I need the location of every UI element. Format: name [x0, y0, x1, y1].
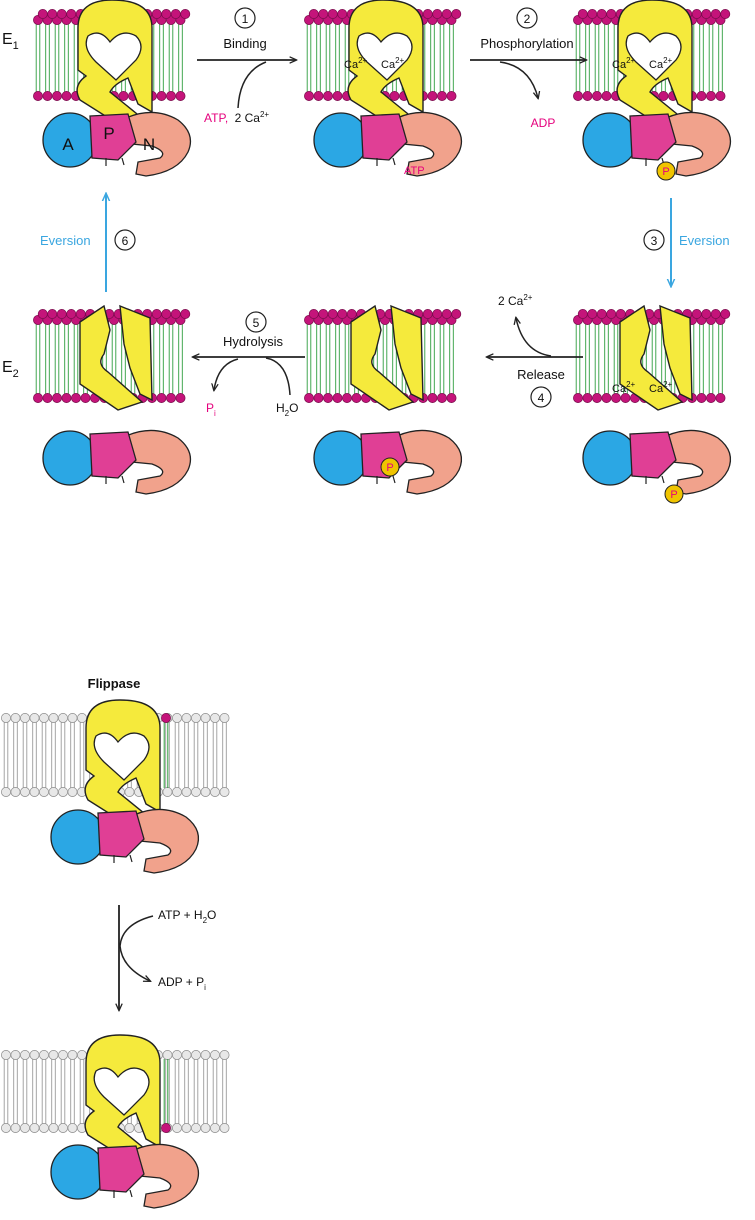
step-4-number: 4: [538, 391, 545, 405]
step-2-product-adp: ADP: [531, 116, 556, 130]
cytoplasmic-domains: [314, 112, 461, 176]
step-3-label: Eversion: [679, 233, 730, 248]
n-domain: [134, 809, 198, 873]
p-domain: [361, 114, 407, 160]
p-domain: [98, 1146, 144, 1192]
pump-e1-phosphorylated: [573, 0, 730, 176]
flippase-title: Flippase: [88, 676, 141, 691]
step-5-hydrolysis: 5 Hydrolysis Pi H2O: [193, 312, 305, 418]
svg-text:P: P: [670, 489, 677, 501]
phosphate-group: P: [381, 458, 399, 476]
p-domain: [98, 811, 144, 857]
a-domain: [314, 113, 368, 167]
phosphate-group: P: [657, 162, 675, 180]
n-domain: [666, 430, 730, 494]
a-domain: [51, 1145, 105, 1199]
n-domain: [666, 112, 730, 176]
step-2-phosphorylation: 2 Phosphorylation ADP: [470, 8, 586, 130]
step-5-input-curve: [266, 358, 290, 395]
flippase-before: [1, 700, 229, 873]
step-5-product-pi: Pi: [206, 401, 216, 418]
flippase-outputs: ADP + Pi: [158, 975, 206, 992]
transmembrane-domain: [77, 0, 152, 124]
state-label-e1: E1: [2, 31, 19, 52]
a-domain: [43, 431, 97, 485]
step-4-output-curve: [516, 318, 551, 356]
cytoplasmic-domains: [583, 112, 730, 176]
p-domain: [90, 432, 136, 478]
state-label-e2: E2: [2, 359, 19, 380]
p-domain: [630, 114, 676, 160]
step-1-binding: 1 Binding ATP, 2 Ca2+: [197, 8, 296, 125]
cytoplasmic-domains: [583, 430, 730, 494]
pump-e2-empty: [33, 306, 190, 494]
step-2-number: 2: [524, 12, 531, 26]
bound-atp-label: ATP: [404, 165, 425, 177]
step-2-label: Phosphorylation: [480, 36, 573, 51]
n-domain: [134, 1144, 198, 1208]
step-4-label: Release: [517, 367, 565, 382]
pump-e1-empty: [33, 0, 190, 176]
step-6-number: 6: [122, 234, 129, 248]
svg-text:P: P: [386, 462, 393, 474]
n-domain-label: N: [143, 135, 155, 154]
svg-text:P: P: [662, 166, 669, 178]
phosphate-group: P: [665, 485, 683, 503]
n-domain: [126, 112, 190, 176]
step-5-number: 5: [253, 316, 260, 330]
pump-e2-ca-phosphorylated: [573, 306, 730, 494]
cytoplasmic-domains: [51, 809, 198, 873]
step-4-product: 2 Ca2+: [498, 293, 533, 308]
a-domain: [51, 810, 105, 864]
transmembrane-domain: [85, 700, 160, 824]
step-4-release: 2 Ca2+ Release 4: [487, 293, 583, 407]
cytoplasmic-domains: [51, 1144, 198, 1208]
flippase-curve: [120, 916, 153, 981]
n-domain: [397, 430, 461, 494]
a-domain-label: A: [62, 135, 74, 154]
step-6-eversion: Eversion 6: [40, 194, 135, 292]
step-5-label: Hydrolysis: [223, 334, 283, 349]
n-domain: [126, 430, 190, 494]
transmembrane-domain: [85, 1035, 160, 1159]
step-3-eversion: 3 Eversion: [644, 198, 730, 286]
step-2-output-curve: [500, 62, 538, 98]
a-domain: [314, 431, 368, 485]
step-1-number: 1: [242, 12, 249, 26]
step-5-input-water: H2O: [276, 401, 298, 418]
flippase-inputs: ATP + H2O: [158, 908, 216, 925]
step-3-number: 3: [651, 234, 658, 248]
pump-e1-ca-bound: [304, 0, 461, 176]
step-1-input-curve: [238, 62, 266, 108]
flippase-after: [1, 1035, 229, 1208]
p-domain: [630, 432, 676, 478]
a-domain: [583, 113, 637, 167]
flippase-reaction: ATP + H2O ADP + Pi: [119, 905, 216, 1010]
step-1-label: Binding: [223, 36, 266, 51]
p-domain-label: P: [103, 124, 114, 143]
a-domain: [583, 431, 637, 485]
step-6-label: Eversion: [40, 233, 91, 248]
step-5-output-curve: [214, 359, 238, 390]
cytoplasmic-domains: [43, 430, 190, 494]
step-1-reagents: ATP, 2 Ca2+: [204, 110, 269, 125]
